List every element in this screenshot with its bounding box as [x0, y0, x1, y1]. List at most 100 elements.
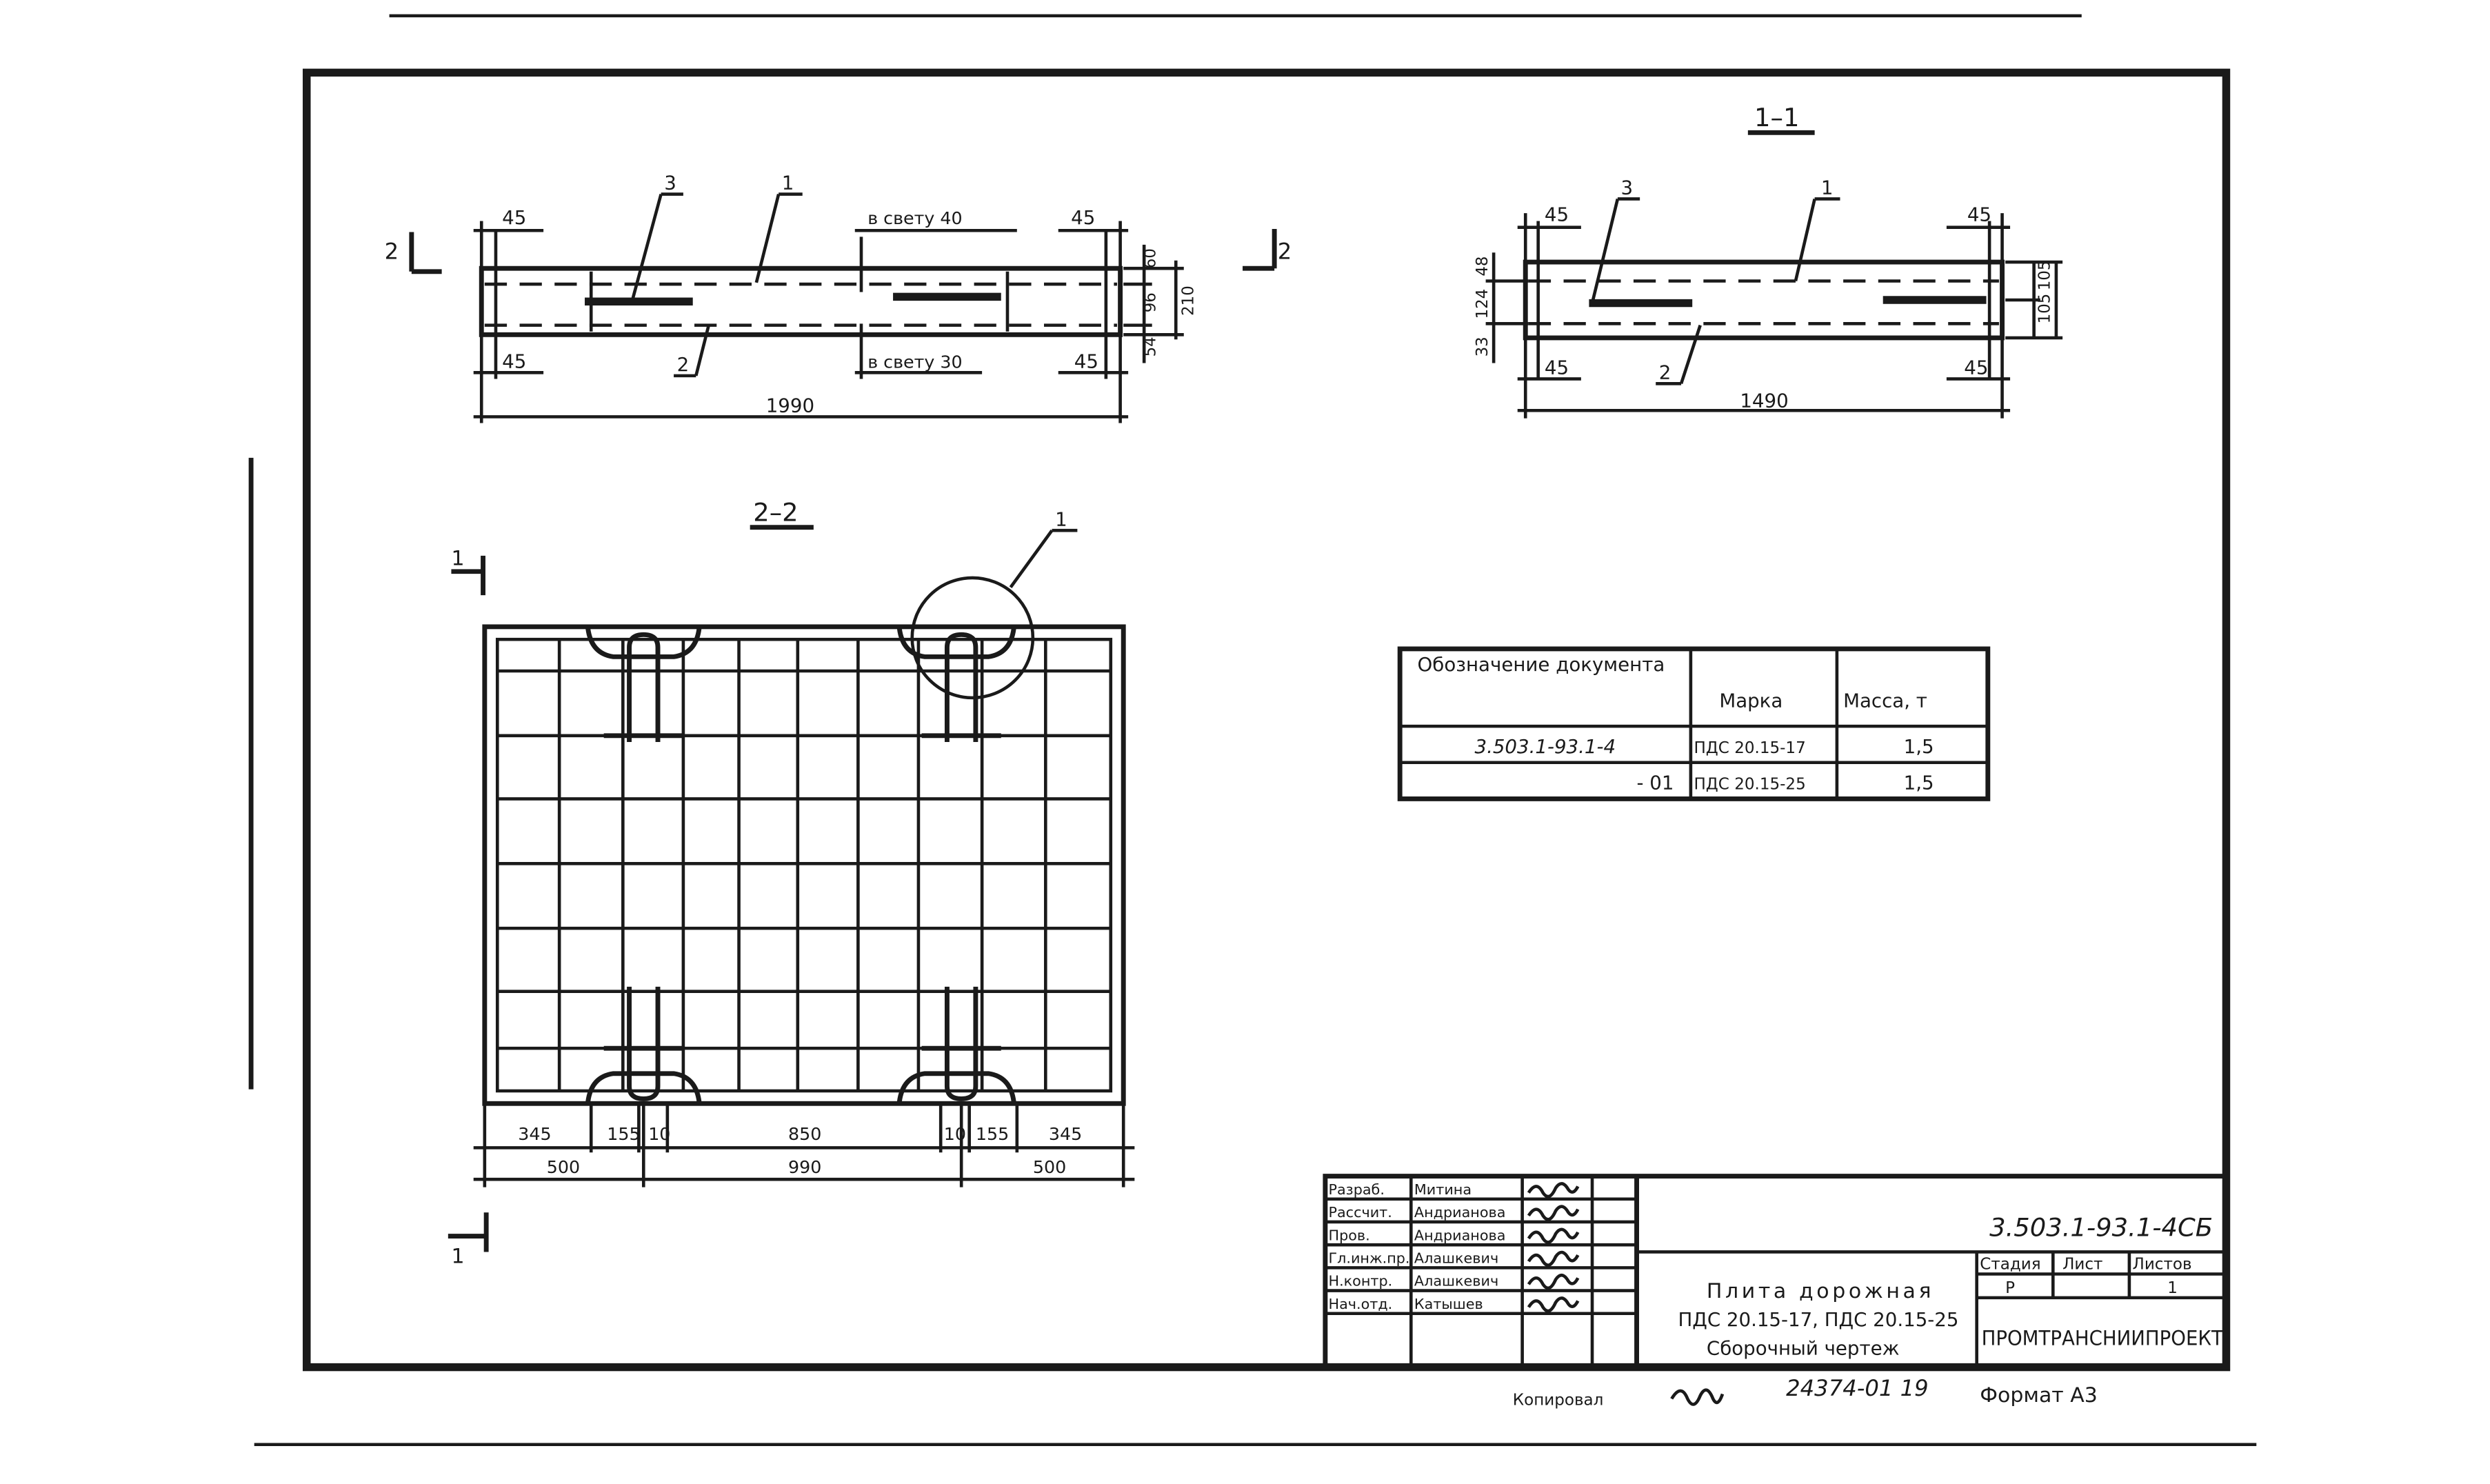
tb-title-line3: Сборочный чертеж [1707, 1337, 1900, 1359]
tb-name: Катышев [1414, 1296, 1483, 1312]
spec-row2-mark: ПДС 20.15-25 [1694, 776, 1805, 794]
signature [1527, 1273, 1580, 1290]
reinforcement-mesh [497, 639, 1111, 1091]
dim-1-1-left-a: 48 [1474, 257, 1492, 277]
plan-dim-row1-value: 155 [976, 1124, 1009, 1144]
plan-dim-row1-value: 345 [518, 1124, 551, 1144]
spec-row1-mass: 1,5 [1904, 736, 1934, 758]
signature [1527, 1250, 1580, 1267]
lifting-loop-bottom-left [627, 986, 661, 1101]
callout-1-1-3: 3 [1620, 177, 1633, 199]
dim-2-right-b: 96 [1141, 292, 1159, 312]
tb-sheets-header: Листов [2133, 1256, 2192, 1274]
copier-signature [1670, 1388, 1725, 1406]
footer-copied: Копировал [1513, 1392, 1604, 1410]
plan-callout-1: 1 [1055, 508, 1067, 530]
sheet-frame [302, 68, 2231, 1372]
dim-1-1-overall: 1490 [1740, 390, 1788, 412]
callout-1-1-1: 1 [1821, 177, 1834, 199]
lifting-notch-top-right [896, 628, 1016, 659]
spec-row2-designation: - 01 [1637, 772, 1674, 794]
section-1-1-label: 1–1 [1754, 103, 1799, 132]
cut-2-right: 2 [1278, 239, 1292, 265]
tb-role: Гл.инж.пр. [1328, 1250, 1409, 1267]
tb-name: Алашкевич [1414, 1273, 1498, 1290]
spec-row2-mass: 1,5 [1904, 772, 1934, 794]
spec-table: Обозначение документа Марка Масса, т 3.5… [1397, 646, 1991, 801]
tb-role: Рассчит. [1328, 1204, 1392, 1221]
spec-row1-mark: ПДС 20.15-17 [1694, 739, 1805, 757]
dim-1-1-top-right: 45 [1967, 204, 1991, 226]
dim-2-bottom-clear: в свету 30 [867, 352, 962, 372]
tb-role: Разраб. [1328, 1181, 1384, 1198]
lifting-notch-bottom-left [585, 1071, 702, 1103]
spec-header-mass: Масса, т [1843, 690, 1927, 712]
dim-1-1-right-a: 105 [2036, 294, 2054, 324]
tb-role: Нач.отд. [1328, 1296, 1392, 1312]
signature [1527, 1205, 1580, 1221]
footer-format: Формат А3 [1980, 1383, 2098, 1407]
plan-2-2-label: 2–2 [753, 498, 798, 528]
tb-sheets: 1 [2167, 1279, 2178, 1297]
dim-1-1-left-b: 124 [1474, 289, 1492, 319]
plan-dim-row1-value: 345 [1049, 1124, 1082, 1144]
lifting-loop-bottom-right [944, 986, 978, 1101]
lifting-loop-top-right [944, 632, 978, 742]
dim-1-1-left-c: 33 [1474, 337, 1492, 357]
tb-title-line1: Плита дорожная [1707, 1279, 1934, 1303]
dim-1-1-top-left: 45 [1545, 204, 1569, 226]
dim-1-1-bottom-left: 45 [1545, 357, 1569, 379]
signature [1527, 1296, 1580, 1313]
dim-1-1-bottom-right: 45 [1964, 357, 1988, 379]
spec-header-mark: Марка [1719, 690, 1783, 712]
dim-2-right-c: 54 [1141, 337, 1159, 357]
plan-dim-row2-value: 500 [547, 1157, 580, 1177]
lifting-notch-bottom-right [896, 1071, 1016, 1103]
title-block: Разраб.МитинаРассчит.АндриановаПров.Андр… [1323, 1174, 2229, 1370]
callout-2-2: 2 [677, 354, 690, 376]
tb-name: Алашкевич [1414, 1250, 1498, 1267]
dim-1-1-right-b: 105 [2036, 261, 2054, 291]
section-2-end-view: 2 2 45 в свету 40 45 45 в свету 30 45 19… [385, 172, 1292, 423]
tb-name: Андрианова [1414, 1204, 1506, 1221]
slab-outline [482, 624, 1126, 1106]
tb-stage: Р [2005, 1279, 2015, 1297]
dim-2-top-right: 45 [1071, 207, 1095, 229]
cut-1-bottom: 1 [451, 1245, 464, 1269]
cut-2-left: 2 [385, 239, 399, 265]
tb-code: 3.503.1-93.1-4СБ [1989, 1213, 2213, 1243]
dim-2-bottom-right: 45 [1074, 351, 1098, 373]
tb-sheet-header: Лист [2062, 1256, 2102, 1274]
cut-1-top: 1 [451, 547, 464, 571]
footer-number: 24374-01 19 [1786, 1375, 1929, 1401]
spec-row1-designation: 3.503.1-93.1-4 [1474, 736, 1616, 758]
tb-name: Митина [1414, 1181, 1472, 1198]
sheet-footer: Копировал 24374-01 19 Формат А3 [1513, 1375, 2098, 1410]
dim-2-top-left: 45 [502, 207, 526, 229]
detail-circle-1 [910, 576, 1035, 700]
signature [1527, 1227, 1580, 1244]
dim-2-bottom-left: 45 [502, 351, 526, 373]
dim-2-right-a: 60 [1141, 248, 1159, 268]
tb-title-line2: ПДС 20.15-17, ПДС 20.15-25 [1678, 1309, 1958, 1331]
tb-role: Н.контр. [1328, 1273, 1392, 1290]
plan-dim-row1-value: 850 [788, 1124, 821, 1144]
plan-dim-row2-value: 500 [1033, 1157, 1066, 1177]
lifting-loop-top-left [627, 632, 661, 742]
tb-role: Пров. [1328, 1227, 1369, 1243]
dim-2-top-clear: в свету 40 [867, 208, 962, 228]
tb-org: ПРОМТРАНСНИИПРОЕКТ [1982, 1327, 2224, 1351]
callout-1-1-2: 2 [1659, 362, 1671, 384]
signature [1527, 1182, 1580, 1199]
section-1-1: 1–1 45 45 45 45 1490 105 105 48 [1474, 103, 2063, 419]
tb-stage-header: Стадия [1980, 1256, 2040, 1274]
plan-dim-row1-value: 155 [607, 1124, 640, 1144]
dim-2-overall: 1990 [766, 395, 814, 417]
lifting-notch-top-left [585, 628, 702, 659]
spec-header-designation: Обозначение документа [1417, 653, 1665, 676]
callout-2-3: 3 [664, 172, 676, 194]
